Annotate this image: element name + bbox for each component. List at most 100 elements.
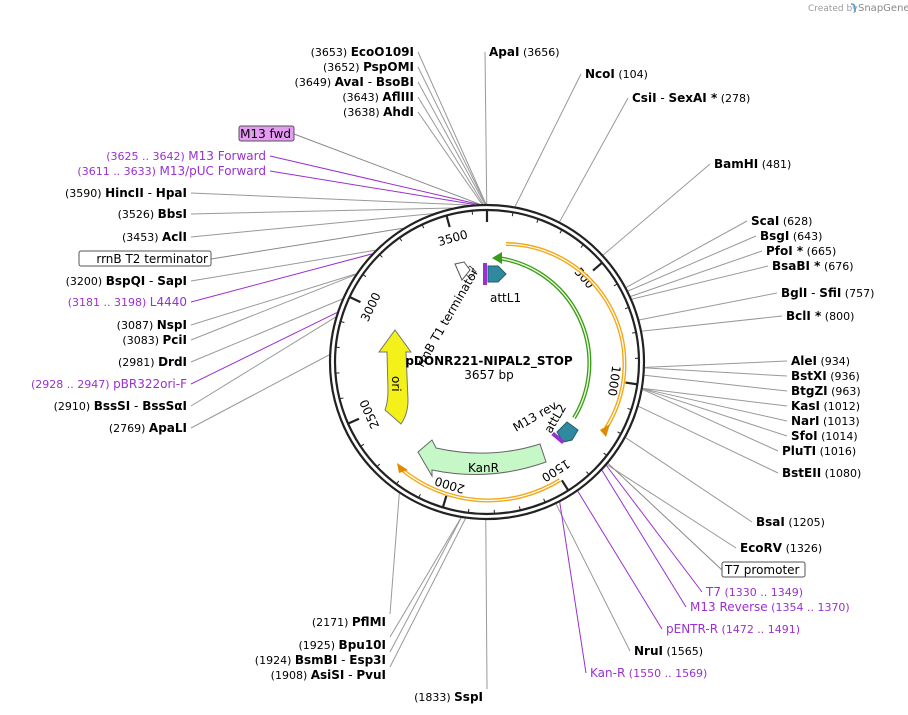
tick-line <box>445 215 451 228</box>
leader-line <box>417 96 484 205</box>
left-site-label: (3649) AvaI - BsoBI <box>295 75 414 89</box>
leader-line <box>605 465 703 593</box>
right-site-label: KasI (1012) <box>791 399 860 413</box>
brand-name: SnapGene <box>858 3 908 14</box>
left-site-label: (3083) PciI <box>122 333 187 347</box>
tick-line <box>603 452 608 456</box>
tick-label: 3000 <box>358 290 384 324</box>
left-site-label: (3200) BspQI - SapI <box>66 274 187 288</box>
leader-line <box>601 470 687 608</box>
tick-line <box>421 224 425 229</box>
right-site-label: BsaI (1205) <box>756 515 825 529</box>
leader-line <box>389 493 400 615</box>
tick-line <box>360 443 365 447</box>
leader-line <box>190 253 372 303</box>
tick-line <box>399 237 403 242</box>
bottom-site-label: (1833) SspI <box>414 690 483 704</box>
leader-line <box>577 491 663 630</box>
feature-box-label: T7 promoter <box>724 563 800 577</box>
tick-line <box>376 463 381 468</box>
tick-line <box>518 506 521 511</box>
left-site-label: (3643) AflIII <box>342 90 414 104</box>
tick-line <box>339 397 344 400</box>
leader-line <box>269 170 475 205</box>
leader-line <box>417 66 487 205</box>
right-site-label: NcoI (104) <box>585 67 648 81</box>
right-site-label: T7 (1330 .. 1349) <box>705 585 803 599</box>
leader-line <box>484 51 488 205</box>
left-site-label: (3453) AclI <box>122 230 187 244</box>
tick-line <box>543 498 546 503</box>
kanr-feature: KanR <box>417 439 547 478</box>
left-site-label: (3625 .. 3642) M13 Forward <box>106 149 266 163</box>
leader-line <box>626 220 748 288</box>
leader-line <box>641 315 783 332</box>
tick-line <box>592 261 603 272</box>
attL1-label: attL1 <box>490 291 521 305</box>
right-site-label: BsgI (643) <box>760 229 822 243</box>
tick-line <box>379 254 383 258</box>
leader-line <box>190 298 343 363</box>
bottom-site-label: (2171) PflMI <box>312 615 386 629</box>
leader-line <box>642 388 788 437</box>
leader-line <box>190 207 452 215</box>
leader-line <box>644 367 788 377</box>
leader-line <box>293 133 480 205</box>
plasmid-name: pDONR221-NIPAL2_STOP <box>405 354 573 369</box>
leader-line <box>485 519 488 690</box>
leader-line <box>607 463 723 571</box>
right-site-label: ScaI (628) <box>751 214 812 228</box>
feature-box <box>238 125 295 142</box>
right-site-label: BtgZI (963) <box>791 384 861 398</box>
leader-line <box>190 249 376 282</box>
feature-box-label: rrnB T2 terminator <box>96 252 208 266</box>
tick-line <box>625 381 638 386</box>
leader-line <box>631 265 769 300</box>
leader-line <box>638 405 779 474</box>
right-site-label: EcoRV (1326) <box>740 541 822 555</box>
leader-line <box>389 518 466 668</box>
green-cds-arc-inner <box>497 257 591 419</box>
left-site-label: (3652) PspOMI <box>323 60 414 74</box>
green-arrowhead <box>492 252 502 264</box>
leader-line <box>559 97 629 222</box>
bottom-site-label: (1908) AsiSI - PvuI <box>271 668 386 682</box>
tick-line <box>560 479 570 492</box>
right-site-label: SfoI (1014) <box>791 429 858 443</box>
leader-line <box>190 273 356 326</box>
right-site-label: AleI (934) <box>791 354 850 368</box>
green-cds-arc <box>497 256 592 420</box>
feature-box <box>721 561 806 578</box>
right-site-label: BclI * (800) <box>786 309 854 323</box>
orange-feature-arc-1-inner <box>505 243 626 429</box>
leader-line <box>602 163 711 256</box>
tick-line <box>418 493 421 498</box>
leader-line <box>190 312 338 385</box>
attL2-feature: attL2 M13 rev <box>511 398 579 445</box>
leader-line <box>269 155 479 205</box>
tick-line <box>441 495 448 508</box>
leader-line <box>190 274 356 341</box>
right-site-label: PluTI (1016) <box>782 444 856 458</box>
tick-line <box>617 431 622 435</box>
bottom-site-label: (1925) Bpu10I <box>298 638 386 652</box>
tick-line <box>580 244 584 248</box>
tick-label: 1000 <box>605 365 623 397</box>
leader-line <box>514 73 582 207</box>
tick-line <box>347 417 360 425</box>
right-site-label: BstEII (1080) <box>782 466 861 480</box>
left-site-label: (3590) HincII - HpaI <box>65 186 187 200</box>
leader-line <box>389 517 462 653</box>
leader-line <box>190 192 469 206</box>
leader-line <box>642 387 788 407</box>
ori-label: ori <box>389 376 403 392</box>
feature-box-label: M13 fwd <box>240 127 291 141</box>
leader-line <box>417 51 487 205</box>
tick-line <box>536 218 539 223</box>
orange-feature-arrowhead-2 <box>397 463 408 473</box>
leader-lines <box>190 51 788 690</box>
tick-line <box>586 471 590 475</box>
tick-line <box>349 295 361 304</box>
tick-line <box>627 407 632 411</box>
